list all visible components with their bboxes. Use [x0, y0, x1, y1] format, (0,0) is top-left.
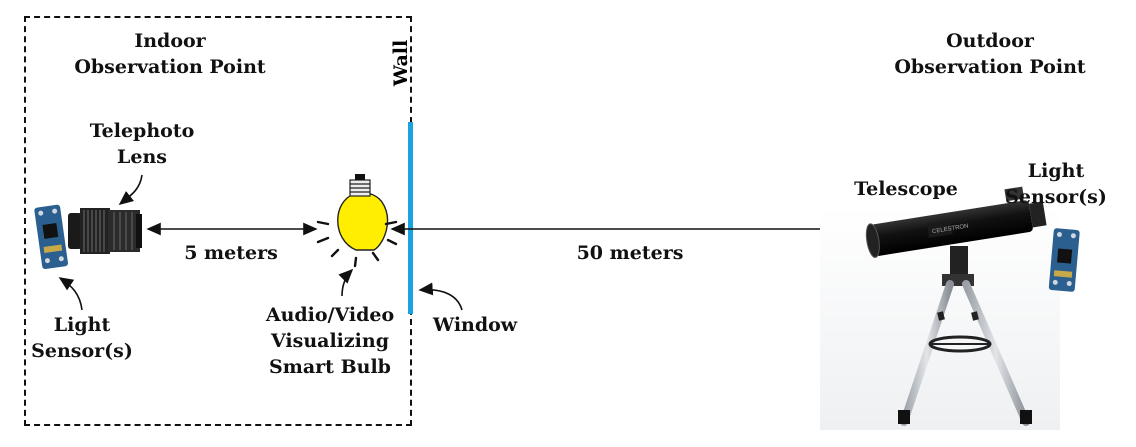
telephoto-lens-icon	[68, 208, 142, 254]
light-sensor-left-line1: Light	[53, 314, 111, 336]
bulb-label-line2: Visualizing	[271, 330, 389, 352]
telephoto-label-line2: Lens	[117, 146, 167, 168]
light-sensor-icon	[34, 204, 68, 270]
outdoor-title-line2: Observation Point	[894, 56, 1086, 78]
indoor-title-line2: Observation Point	[74, 56, 266, 78]
light-sensor-icon	[1048, 228, 1080, 292]
telephoto-pointer	[118, 174, 143, 205]
telescope-icon: CELESTRON	[820, 186, 1060, 430]
bulb-label-line1: Audio/Video	[265, 304, 395, 326]
wall-label: Wall	[390, 39, 413, 87]
bulb-label: Audio/Video Visualizing Smart Bulb	[250, 302, 410, 380]
distance-long-label: 50 meters	[576, 242, 684, 264]
light-sensor-label-right: Light Sensor(s)	[996, 158, 1116, 210]
telephoto-label-line1: Telephoto	[89, 120, 195, 142]
bulb-label-line3: Smart Bulb	[269, 356, 391, 378]
light-sensor-right-line2: Sensor(s)	[1005, 186, 1107, 208]
telescope-label: Telescope	[854, 178, 958, 200]
window-label: Window	[432, 314, 518, 336]
light-sensor-left-line2: Sensor(s)	[31, 340, 133, 362]
sensor-pointer-left	[58, 277, 83, 311]
indoor-title-line1: Indoor	[134, 30, 206, 52]
outdoor-title: Outdoor Observation Point	[880, 28, 1100, 80]
svg-text:CELESTRON: CELESTRON	[932, 224, 969, 236]
smart-bulb-icon	[316, 174, 398, 268]
outdoor-title-line1: Outdoor	[946, 30, 1034, 52]
light-sensor-right-line1: Light	[1027, 160, 1085, 182]
indoor-title: Indoor Observation Point	[60, 28, 280, 80]
light-sensor-label-left: Light Sensor(s)	[22, 312, 142, 364]
distance-short-label: 5 meters	[184, 242, 278, 264]
bulb-pointer	[338, 268, 354, 297]
telephoto-label: Telephoto Lens	[82, 118, 202, 170]
window-pane	[408, 122, 413, 314]
window-pointer	[418, 282, 463, 311]
